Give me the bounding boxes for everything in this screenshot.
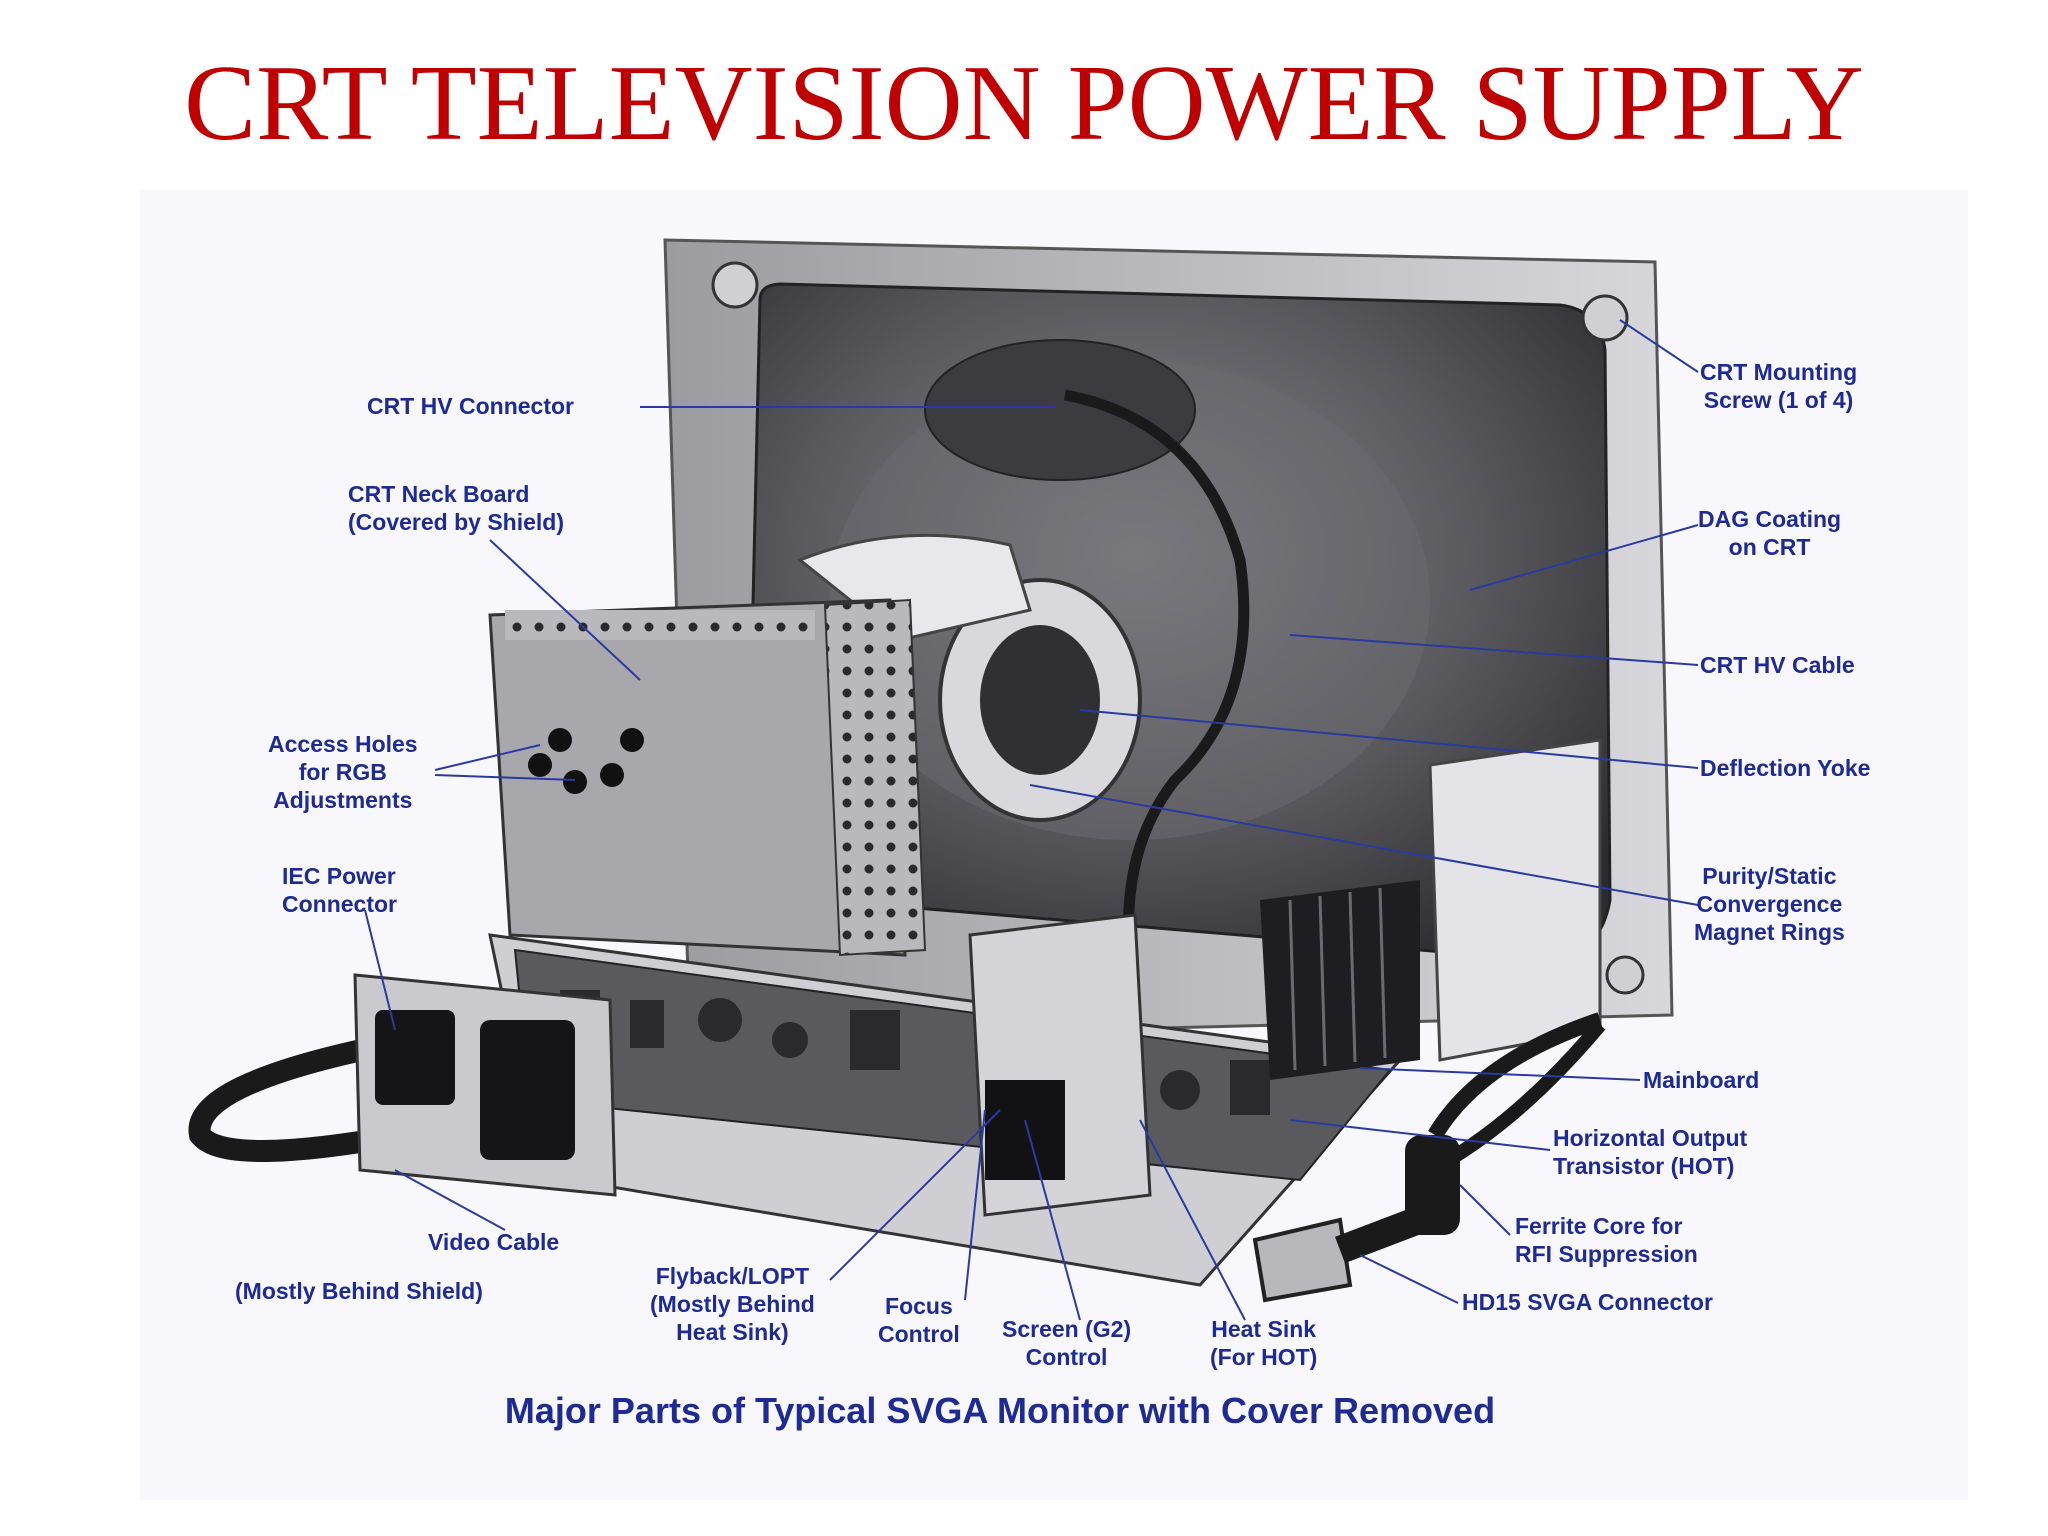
rgb-access-hole — [528, 753, 552, 777]
label-ferrite-core: Ferrite Core for RFI Suppression — [1515, 1213, 1698, 1267]
heat-sink-fins — [1288, 887, 1387, 1071]
neck-board-shield — [488, 598, 907, 957]
flyback-transformer — [985, 1080, 1065, 1180]
label-dag-coating: DAG Coating on CRT — [1698, 506, 1842, 560]
yoke-bracket — [797, 533, 1032, 642]
label-screen-g2-control: Screen (G2) Control — [1002, 1316, 1132, 1370]
label-iec-power-connector: IEC Power Connector — [282, 863, 397, 917]
iec-power-connector — [375, 1010, 455, 1105]
crt-hv-cable — [1063, 389, 1250, 961]
label-video-cable: Video Cable — [428, 1229, 560, 1255]
label-hd15-connector: HD15 SVGA Connector — [1462, 1289, 1713, 1315]
shield-top-vents — [505, 610, 815, 640]
mounting-screw — [711, 261, 759, 309]
ferrite-cable — [1428, 1012, 1603, 1140]
label-crt-hv-cable: CRT HV Cable — [1700, 652, 1855, 678]
label-mostly-behind-shield: (Mostly Behind Shield) — [235, 1278, 483, 1304]
label-crt-mounting-screw: CRT Mounting Screw (1 of 4) — [1700, 359, 1858, 413]
rgb-access-hole — [600, 763, 624, 787]
label-hot: Horizontal Output Transistor (HOT) — [1553, 1125, 1748, 1179]
rgb-access-hole — [620, 728, 644, 752]
label-crt-hv-connector: CRT HV Connector — [367, 393, 574, 419]
ferrite-core — [1405, 1135, 1460, 1235]
label-purity-convergence: Purity/Static Convergence Magnet Rings — [1694, 863, 1845, 945]
label-access-holes: Access Holes for RGB Adjustments — [268, 731, 418, 813]
label-deflection-yoke: Deflection Yoke — [1700, 755, 1871, 781]
heat-sink — [1260, 880, 1420, 1080]
crt-anode-cup — [924, 339, 1196, 481]
mounting-screw — [1605, 955, 1645, 995]
label-crt-neck-board: CRT Neck Board (Covered by Shield) — [348, 481, 564, 535]
mainboard-bracket — [1428, 738, 1602, 1062]
rgb-access-hole — [548, 728, 572, 752]
hd15-connector — [1252, 1217, 1353, 1303]
figure-caption: Major Parts of Typical SVGA Monitor with… — [504, 1390, 1496, 1431]
slide-title: CRT TELEVISION POWER SUPPLY — [184, 44, 1864, 163]
video-cable-grommet — [480, 1020, 575, 1160]
neck-board-shield-side — [823, 598, 927, 957]
label-flyback: Flyback/LOPT (Mostly Behind Heat Sink) — [650, 1263, 815, 1345]
rgb-access-hole — [563, 770, 587, 794]
label-mainboard: Mainboard — [1643, 1067, 1760, 1093]
label-focus-control: Focus Control — [878, 1293, 960, 1347]
label-heat-sink: Heat Sink (For HOT) — [1210, 1316, 1318, 1370]
mounting-screw — [1581, 294, 1629, 342]
crt-neck — [980, 625, 1100, 775]
leader-lines — [364, 319, 1699, 1321]
